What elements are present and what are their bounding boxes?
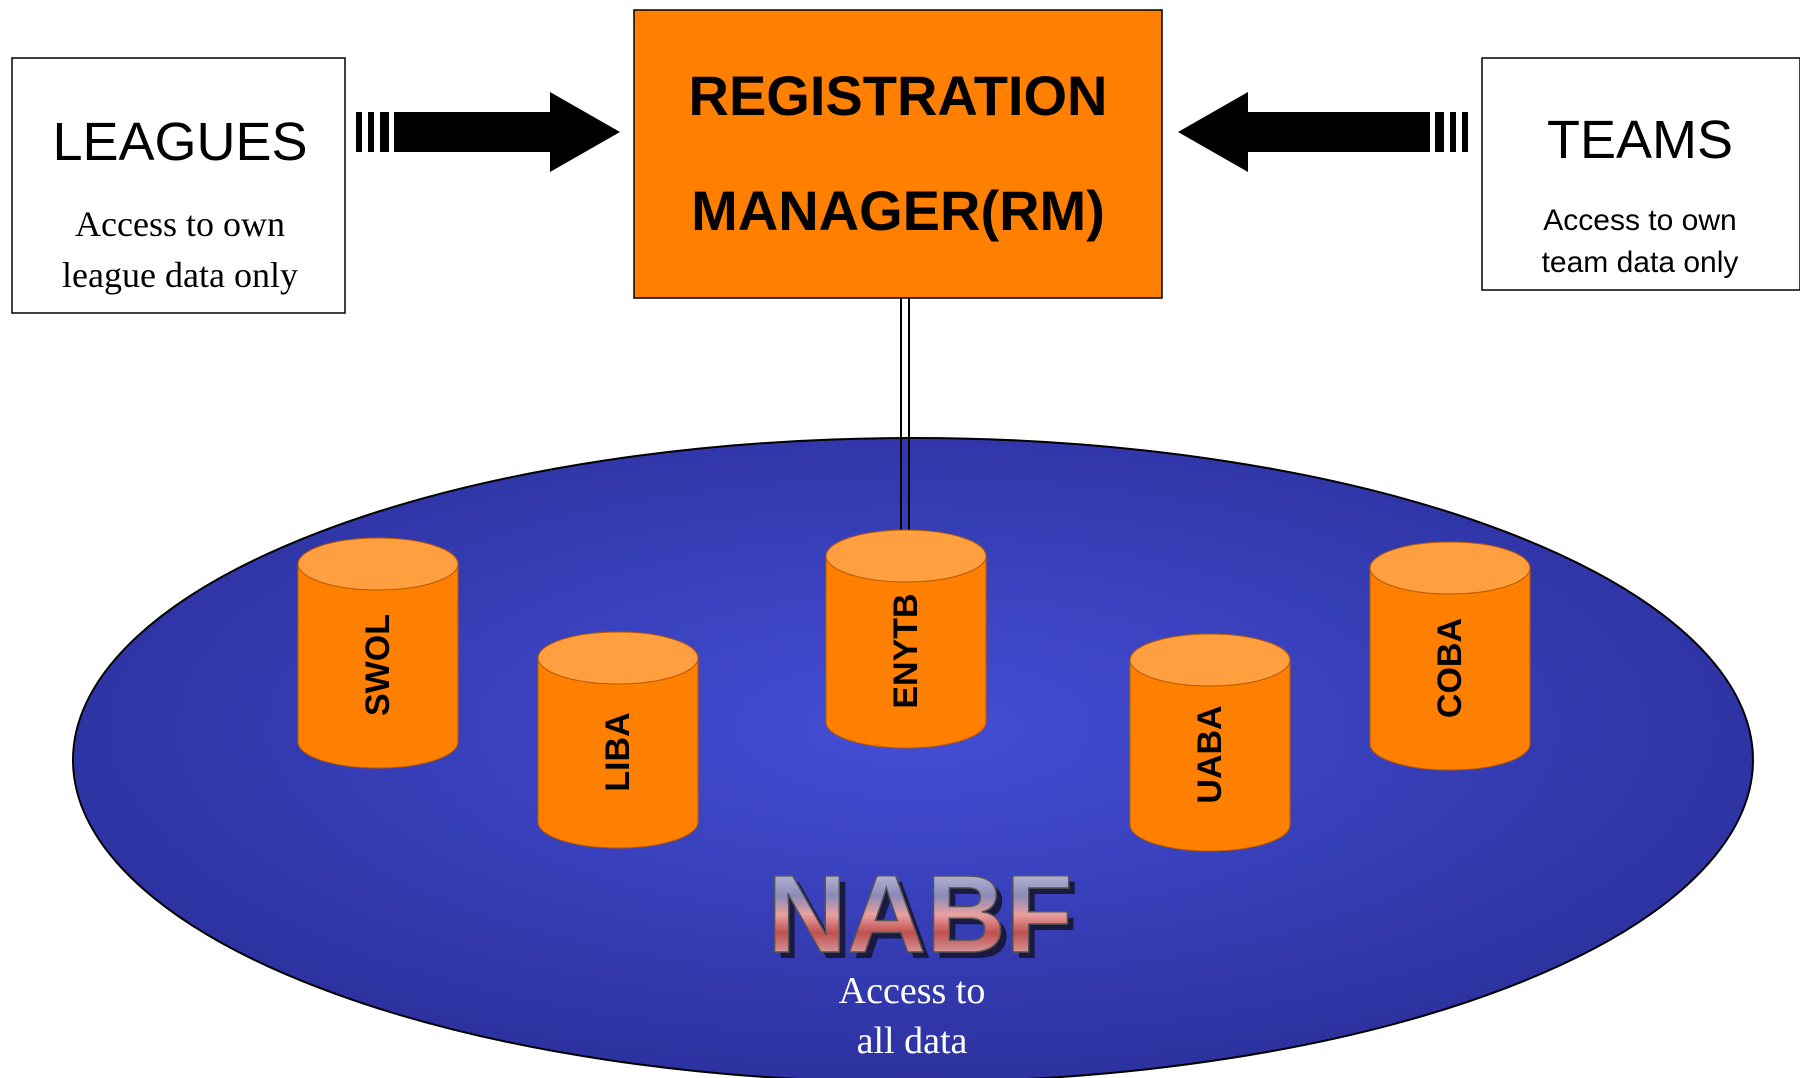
nabf-logo-shadow: NABF [773,859,1079,982]
nabf-logo-text: NABF [767,853,1073,976]
database-enytb-label: ENYTB [887,593,925,708]
database-swol: SWOL [297,537,459,769]
leagues-box: LEAGUES Access to own league data only [11,57,346,314]
teams-box: TEAMS Access to own team data only [1481,57,1800,291]
registration-manager-box: REGISTRATION MANAGER(RM) [633,9,1163,299]
database-swol-body [297,563,459,769]
database-coba-top [1369,541,1531,595]
leagues-to-rm-arrow [356,92,620,172]
database-uaba-body [1129,659,1291,852]
rm-title-line2: MANAGER(RM) [691,179,1105,242]
database-uaba-label: UABA [1191,705,1229,803]
database-liba-body [537,657,699,849]
database-uaba-top [1129,633,1291,687]
nabf-domain-ellipse [72,437,1754,1078]
database-liba: LIBA [537,631,699,849]
database-liba-label: LIBA [599,712,637,791]
database-coba-body [1369,567,1531,771]
database-swol-top [297,537,459,591]
leagues-caption-line1: Access to own [75,204,285,244]
teams-title: TEAMS [1547,110,1733,170]
database-enytb-top [825,529,987,583]
database-enytb: ENYTB [825,529,987,749]
nabf-caption-line1: Access to [839,970,986,1012]
teams-caption-line1: Access to own [1543,204,1736,237]
teams-caption-line2: team data only [1542,246,1739,279]
database-uaba: UABA [1129,633,1291,852]
database-liba-top [537,631,699,685]
nabf-caption-line2: all data [857,1020,968,1062]
database-swol-label: SWOL [359,614,397,716]
database-enytb-body [825,555,987,749]
rm-title-line1: REGISTRATION [689,64,1108,127]
teams-to-rm-arrow [1178,92,1468,172]
leagues-title: LEAGUES [52,112,307,172]
database-coba-label: COBA [1431,618,1469,718]
nabf-logo: NABF NABF [766,852,1079,982]
leagues-caption-line2: league data only [62,255,298,295]
database-coba: COBA [1369,541,1531,771]
